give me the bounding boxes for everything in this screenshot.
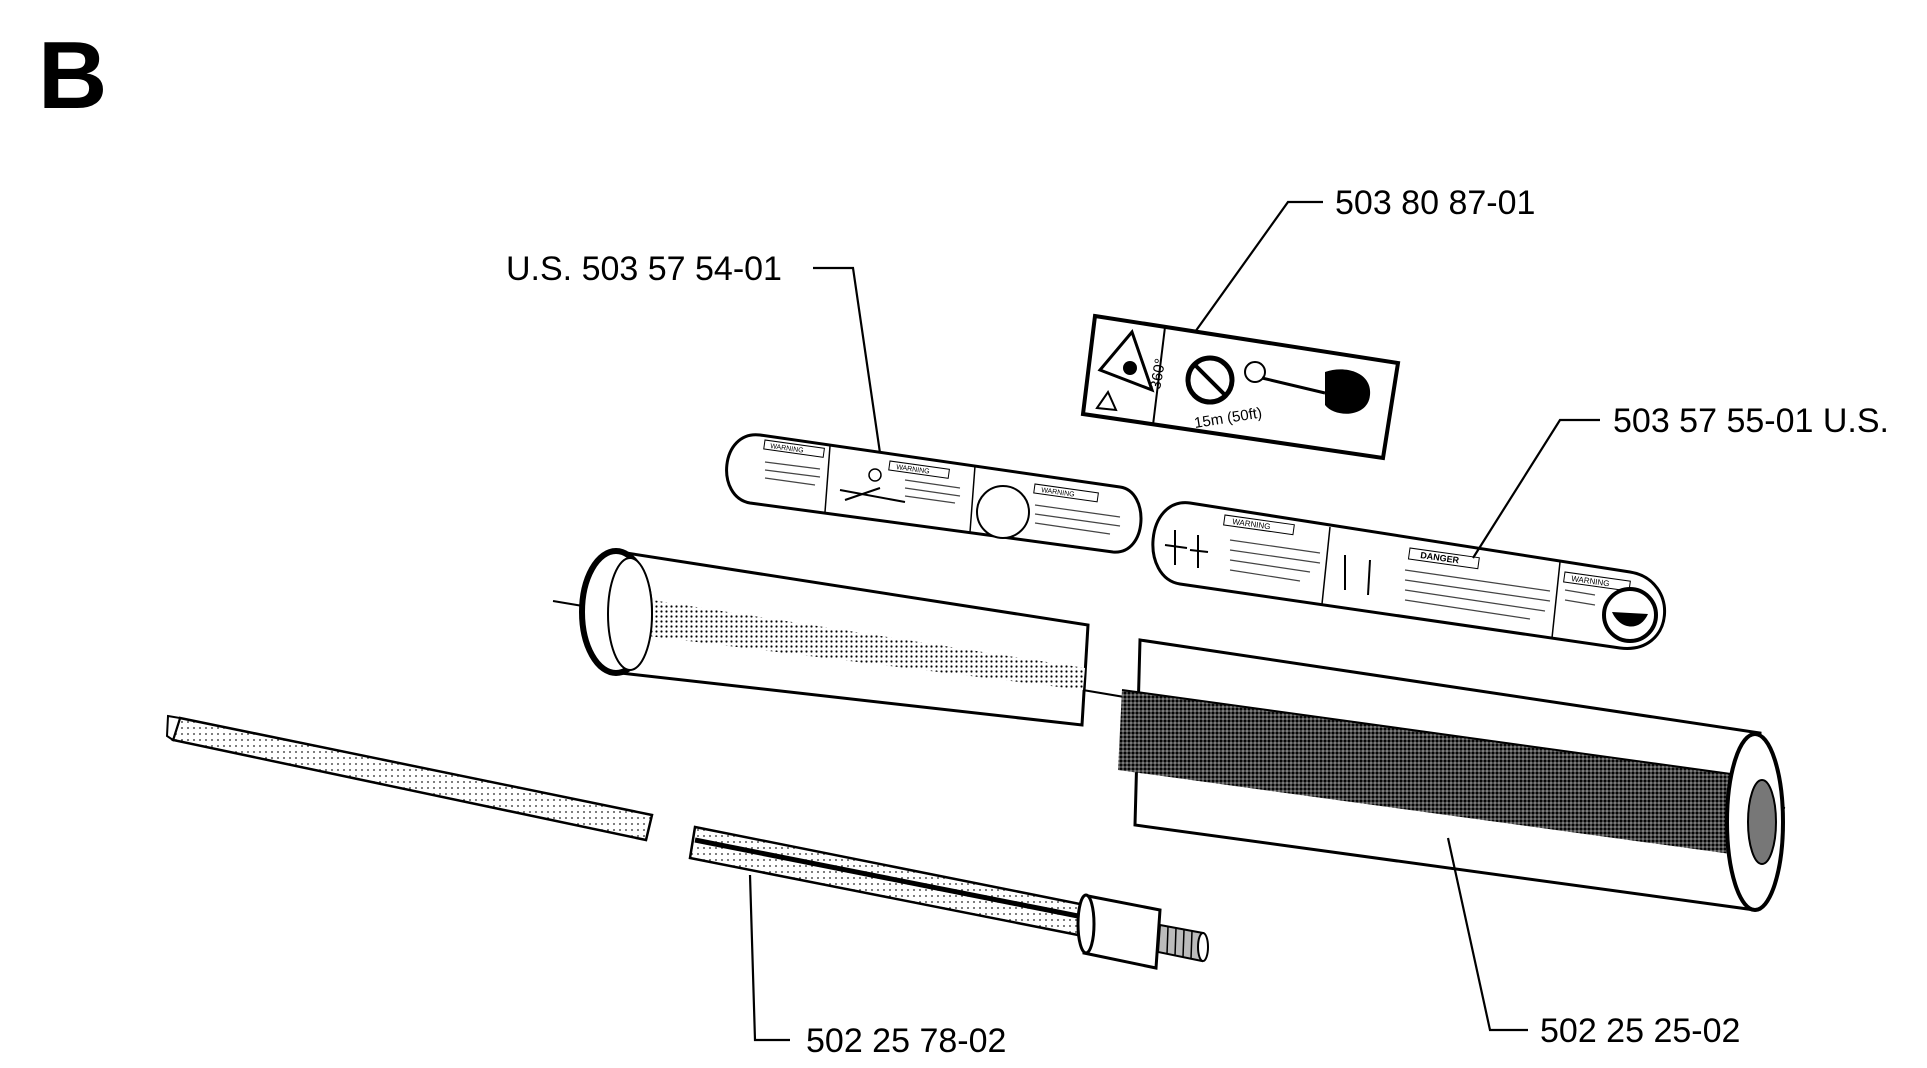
leader-503-80-87-01 (1194, 200, 1323, 333)
decal-left-divider-2 (969, 465, 976, 533)
decal-right-divider-1 (1321, 526, 1331, 605)
decal-right-divider-2 (1551, 561, 1561, 639)
decal-right-warning-header-1 (1223, 514, 1295, 536)
operator-helmet-icon (1325, 369, 1371, 414)
shaft-tube (552, 548, 1786, 912)
rotating-blade-icon (976, 485, 1030, 539)
decal-left-fine-print (764, 461, 1121, 535)
part-label-warning-decal-upper: 503 80 87-01 (1335, 184, 1536, 222)
warning-triangle-icon (1097, 329, 1155, 393)
decal-right-danger-header (1407, 547, 1480, 570)
drive-shaft-dark-band (694, 837, 1089, 921)
decal-left-warning-header-2 (888, 460, 950, 479)
part-label-drive-shaft: 502 25 78-02 (806, 1022, 1007, 1060)
part-label-shaft-tube: 502 25 25-02 (1540, 1012, 1741, 1050)
leader-502-25-25-02 (1446, 837, 1528, 1032)
drive-shaft (165, 714, 1209, 970)
drive-shaft-square-end (165, 714, 182, 742)
decal-left-divider-1 (824, 445, 831, 513)
drive-shaft-thread (1156, 923, 1205, 963)
decal-left-warning-header-1 (763, 439, 825, 458)
tube-left-end-ring (607, 557, 653, 671)
small-circle-icon (1244, 361, 1266, 383)
decal-left-warning-header-3 (1033, 483, 1099, 503)
decal-left-trimmer-icon (839, 487, 906, 503)
part-label-warning-decal-left: U.S. 503 57 54-01 (506, 250, 782, 288)
decal-left-warning-text-3: WARNING (1041, 487, 1075, 499)
drive-shaft-tip (1197, 932, 1209, 962)
leader-502-25-78-02 (748, 874, 790, 1042)
decal-angle-text: 360° (1147, 357, 1169, 391)
drive-shaft-coupling (1082, 894, 1162, 970)
eye-protection-mask-icon (1612, 612, 1648, 627)
decal-left-warning-text-1: WARNING (770, 443, 804, 455)
drive-shaft-thread-lines (1166, 926, 1193, 960)
prohibited-slash (1193, 363, 1228, 398)
decal-right-border (1151, 501, 1666, 650)
decal-right-people-icon (1164, 530, 1371, 596)
hazard-symbol-icon (1123, 361, 1137, 375)
small-warning-icon (1095, 389, 1118, 412)
decal-right-fine-print (1229, 539, 1596, 620)
tube-right-highlight (1121, 689, 1761, 779)
decal-upper: 360° 15m (50ft) (1080, 313, 1401, 461)
decal-upper-divider (1152, 326, 1166, 426)
decal-left-small-icon (868, 468, 882, 482)
section-letter: B (38, 22, 108, 129)
decal-left: WARNING WARNING WARNING (725, 433, 1143, 554)
decal-right-warning-header-2 (1563, 571, 1631, 592)
leader-503-57-54-01 (813, 266, 882, 454)
tube-right-shading (1118, 690, 1760, 858)
drive-shaft-left-segment (171, 716, 654, 842)
leader-503-57-55-01 (1472, 418, 1600, 559)
part-label-warning-decal-right: 503 57 55-01 U.S. (1613, 402, 1889, 440)
drive-shaft-coupling-face (1076, 893, 1096, 955)
decal-right: WARNING DANGER WARNING (1151, 501, 1666, 650)
tube-left-shading (616, 595, 1085, 690)
decal-left-warning-text-2: WARNING (896, 464, 930, 476)
tube-right-bore (1747, 779, 1777, 865)
trimmer-shaft-icon (1261, 376, 1326, 395)
